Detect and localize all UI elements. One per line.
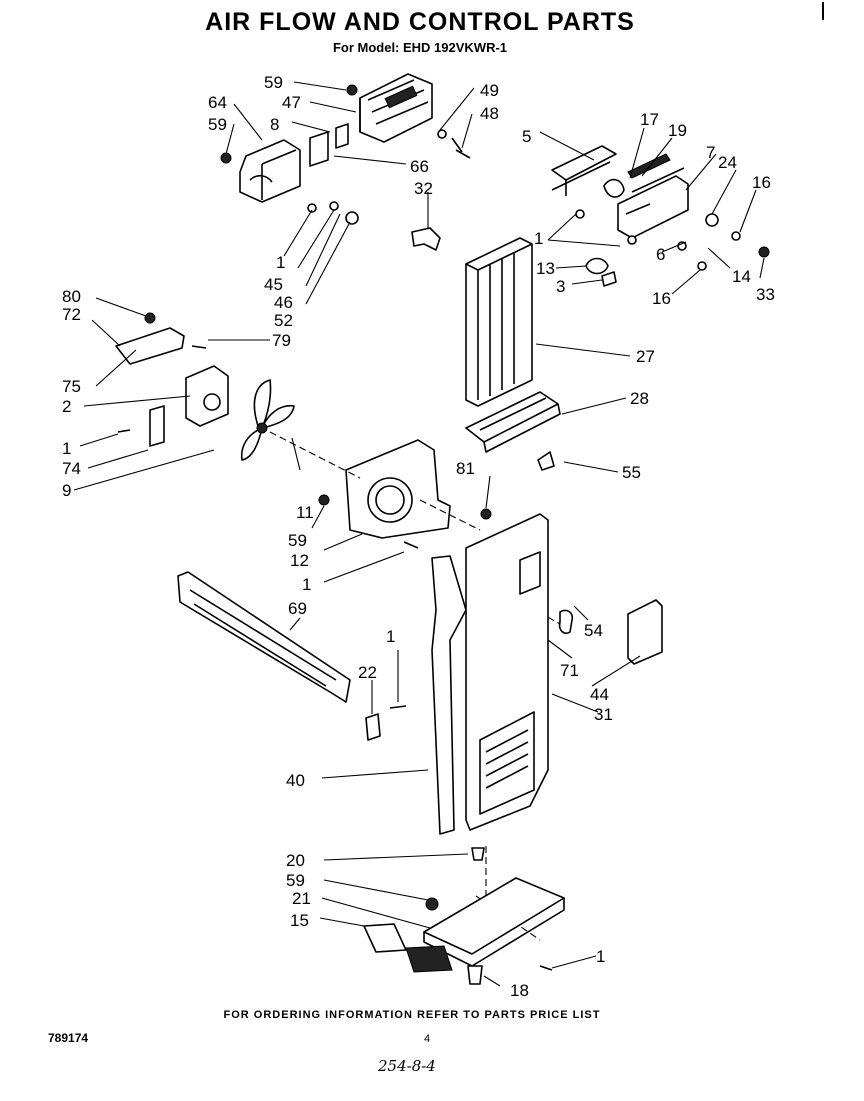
- callout-49: 49: [480, 81, 499, 100]
- callout-13: 13: [536, 259, 555, 278]
- control-housing-part: [359, 73, 433, 143]
- callout-3: 3: [556, 277, 565, 296]
- callout-16: 16: [752, 173, 771, 192]
- callout-47: 47: [282, 93, 301, 112]
- callout-44: 44: [590, 685, 609, 704]
- callout-18: 18: [510, 981, 529, 1000]
- callout-9: 9: [62, 481, 71, 500]
- callout-22: 22: [358, 663, 377, 682]
- callout-59: 59: [288, 531, 307, 550]
- callout-11: 11: [296, 503, 314, 522]
- callout-24: 24: [718, 153, 737, 172]
- edge-mark: [822, 2, 828, 20]
- fan-shroud-part: [345, 439, 451, 539]
- callout-72: 72: [62, 305, 81, 324]
- callout-48: 48: [480, 104, 499, 123]
- drain-plug-part: [467, 965, 483, 985]
- air-return-panel-part: [431, 555, 467, 835]
- callout-59: 59: [286, 871, 305, 890]
- callout-81: 81: [456, 459, 475, 478]
- knob-part: [346, 84, 358, 96]
- callout-labels: 59 47 49 48 64 59 8 66 32 1 45 46 52 5 1…: [62, 73, 775, 1000]
- callout-79: 79: [272, 331, 291, 350]
- callout-71: 71: [560, 661, 579, 680]
- bezel-part: [309, 131, 329, 167]
- pad-part: [363, 923, 407, 953]
- air-duct-part: [465, 237, 533, 407]
- callout-7: 7: [706, 143, 715, 162]
- fan-blade-part: [240, 379, 295, 461]
- callout-40: 40: [286, 771, 305, 790]
- callout-8: 8: [270, 115, 279, 134]
- diagram-title: AIR FLOW AND CONTROL PARTS: [205, 8, 635, 36]
- callout-31: 31: [594, 705, 613, 724]
- callout-6: 6: [656, 245, 665, 264]
- control-panel-part: [465, 513, 549, 831]
- callout-14: 14: [732, 267, 751, 286]
- callout-15: 15: [290, 911, 309, 930]
- callout-1: 1: [276, 253, 285, 272]
- fan-motor-part: [185, 365, 229, 427]
- callout-1: 1: [62, 439, 71, 458]
- callout-32: 32: [414, 179, 433, 198]
- callout-55: 55: [622, 463, 641, 482]
- ordering-info-note: FOR ORDERING INFORMATION REFER TO PARTS …: [223, 1009, 601, 1021]
- callout-12: 12: [290, 551, 309, 570]
- callout-17: 17: [640, 110, 659, 129]
- callout-33: 33: [756, 285, 775, 304]
- callout-28: 28: [630, 389, 649, 408]
- callout-27: 27: [636, 347, 655, 366]
- callout-59: 59: [264, 73, 283, 92]
- divider-panel-part: [177, 571, 351, 703]
- callout-1: 1: [534, 229, 543, 248]
- light-bulb-part: [585, 257, 609, 275]
- callout-46: 46: [274, 293, 293, 312]
- cover-part: [627, 599, 663, 665]
- page-number: 4: [424, 1033, 431, 1045]
- callout-45: 45: [264, 275, 283, 294]
- callout-20: 20: [286, 851, 305, 870]
- callout-80: 80: [62, 287, 81, 306]
- motor-bracket-part: [115, 327, 185, 365]
- callout-54: 54: [584, 621, 603, 640]
- callout-1: 1: [302, 575, 311, 594]
- callout-1: 1: [386, 627, 395, 646]
- callout-5: 5: [522, 127, 531, 146]
- callout-19: 19: [668, 121, 687, 140]
- leader-lines: [73, 81, 765, 987]
- callout-21: 21: [292, 889, 311, 908]
- callout-74: 74: [62, 459, 81, 478]
- callout-66: 66: [410, 157, 429, 176]
- callout-1: 1: [596, 947, 605, 966]
- callout-16: 16: [652, 289, 671, 308]
- callout-69: 69: [288, 599, 307, 618]
- callout-2: 2: [62, 397, 71, 416]
- callout-59: 59: [208, 115, 227, 134]
- callout-75: 75: [62, 377, 81, 396]
- document-number: 789174: [48, 1031, 89, 1045]
- callout-64: 64: [208, 93, 227, 112]
- handwritten-code: 254-8-4: [378, 1057, 436, 1075]
- thermostat-part: [220, 139, 301, 203]
- model-subtitle: For Model: EHD 192VKWR-1: [332, 40, 508, 55]
- callout-52: 52: [274, 311, 293, 330]
